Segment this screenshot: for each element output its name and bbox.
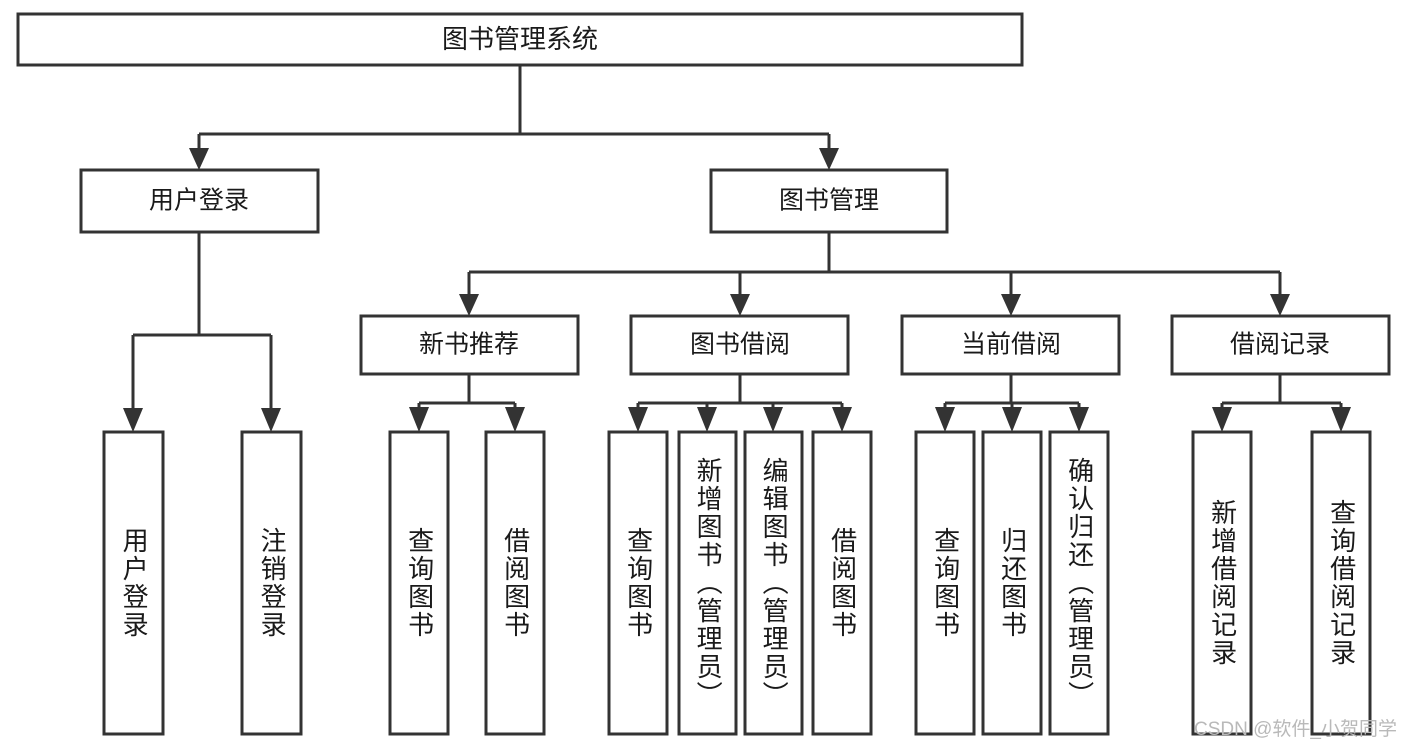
node-book-management-label: 图书管理 xyxy=(779,187,879,215)
arrow-head-current-borrow xyxy=(1001,294,1021,316)
node-new-book-recommend[interactable]: 新书推荐 xyxy=(359,314,580,376)
arrow-head-bookborrow-leaf-3 xyxy=(763,407,783,432)
leaf-box-query-book-borrow[interactable] xyxy=(607,430,669,736)
leaf-box-add-book-admin[interactable] xyxy=(677,430,738,736)
leaf-box-add-borrow-record[interactable] xyxy=(1191,430,1253,736)
node-book-management-box xyxy=(709,168,949,234)
leaf-box-edit-book-admin[interactable] xyxy=(743,430,804,736)
arrow-head-borrowrecords-leaf-1 xyxy=(1212,407,1232,432)
leaf-box-borrow-book[interactable] xyxy=(811,430,873,736)
leaf-box-borrow-book-recommend[interactable] xyxy=(484,430,546,736)
arrow-head-borrowrecords-leaf-2 xyxy=(1331,407,1351,432)
arrow-head-bookborrow-leaf-2 xyxy=(697,407,717,432)
node-new-book-recommend-label: 新书推荐 xyxy=(419,331,519,359)
leaf-box-query-book-current[interactable] xyxy=(914,430,976,736)
node-root-system[interactable]: 图书管理系统 xyxy=(16,12,1024,67)
node-root-label: 图书管理系统 xyxy=(442,24,598,54)
arrow-head-book-mgmt xyxy=(819,148,839,170)
leaf-box-logout[interactable] xyxy=(240,430,303,736)
arrow-head-currentborrow-leaf-3 xyxy=(1069,407,1089,432)
arrow-head-user-login xyxy=(189,148,209,170)
node-user-login[interactable]: 用户登录 xyxy=(79,168,320,234)
arrow-head-newbook-leaf-1 xyxy=(409,407,429,432)
node-borrow-records-label: 借阅记录 xyxy=(1230,331,1330,359)
arrow-head-currentborrow-leaf-1 xyxy=(935,407,955,432)
node-user-login-label: 用户登录 xyxy=(149,187,249,215)
node-user-login-box xyxy=(79,168,320,234)
arrow-head-bookborrow-leaf-1 xyxy=(628,407,648,432)
node-borrow-records-box xyxy=(1170,314,1391,376)
node-current-borrow[interactable]: 当前借阅 xyxy=(900,314,1121,376)
node-current-borrow-label: 当前借阅 xyxy=(961,331,1061,359)
arrow-head-borrow-records xyxy=(1270,294,1290,316)
arrow-head-leaf-logout xyxy=(261,408,281,432)
arrow-head-newbook-leaf-2 xyxy=(505,407,525,432)
leaf-box-query-book-recommend[interactable] xyxy=(388,430,450,736)
leaf-box-query-borrow-record[interactable] xyxy=(1310,430,1372,736)
connector-layer xyxy=(123,65,1351,432)
node-root-box xyxy=(16,12,1024,67)
leaf-box-user-login[interactable] xyxy=(102,430,165,736)
node-book-borrow[interactable]: 图书借阅 xyxy=(629,314,850,376)
node-borrow-records[interactable]: 借阅记录 xyxy=(1170,314,1391,376)
arrow-head-currentborrow-leaf-2 xyxy=(1002,407,1022,432)
node-book-management[interactable]: 图书管理 xyxy=(709,168,949,234)
arrow-head-bookborrow-leaf-4 xyxy=(832,407,852,432)
node-current-borrow-box xyxy=(900,314,1121,376)
watermark-text: CSDN @软件_小贺同学 xyxy=(1194,719,1397,740)
leaf-box-confirm-return-admin[interactable] xyxy=(1048,430,1110,736)
node-book-borrow-label: 图书借阅 xyxy=(690,331,790,359)
arrow-head-leaf-user-login xyxy=(123,408,143,432)
leaf-box-return-book[interactable] xyxy=(981,430,1043,736)
arrow-head-new-book-recommend xyxy=(459,294,479,316)
node-book-borrow-box xyxy=(629,314,850,376)
node-new-book-recommend-box xyxy=(359,314,580,376)
arrow-head-book-borrow xyxy=(730,294,750,316)
